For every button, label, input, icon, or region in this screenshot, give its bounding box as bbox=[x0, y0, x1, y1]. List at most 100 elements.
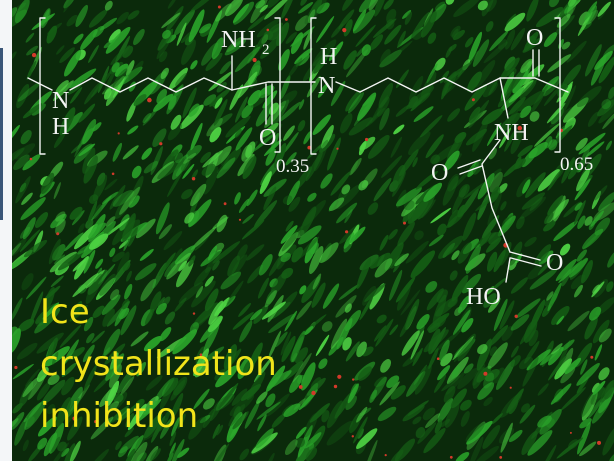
cell bbox=[594, 50, 613, 70]
cell bbox=[348, 117, 373, 136]
cell bbox=[504, 129, 517, 152]
cell bbox=[285, 152, 297, 166]
cell bbox=[321, 410, 330, 423]
cell bbox=[90, 416, 114, 440]
cell bbox=[374, 0, 387, 17]
cell bbox=[212, 94, 223, 108]
cell bbox=[219, 61, 232, 75]
cell bbox=[395, 104, 410, 117]
cell bbox=[452, 29, 466, 41]
cell bbox=[190, 183, 207, 207]
cell bbox=[457, 242, 472, 264]
cell bbox=[560, 339, 575, 352]
caption-line-3: inhibition bbox=[40, 396, 199, 436]
cell bbox=[547, 54, 572, 73]
cell bbox=[576, 249, 587, 262]
cell bbox=[239, 320, 253, 343]
cell bbox=[210, 113, 233, 130]
cell bbox=[543, 220, 556, 232]
cell bbox=[130, 331, 149, 347]
cell bbox=[593, 279, 609, 298]
cell bbox=[256, 401, 281, 420]
cell bbox=[268, 313, 296, 334]
cell bbox=[495, 359, 516, 391]
cell bbox=[261, 122, 279, 138]
cell bbox=[236, 244, 248, 261]
cell bbox=[477, 382, 495, 400]
cell bbox=[358, 141, 367, 156]
cell bbox=[255, 102, 274, 127]
red-nucleus-dot bbox=[403, 221, 406, 225]
cell bbox=[335, 295, 357, 318]
cell bbox=[481, 108, 504, 126]
cell bbox=[312, 273, 322, 290]
cell bbox=[105, 216, 116, 227]
cell bbox=[578, 145, 591, 172]
cell bbox=[453, 0, 481, 18]
cell bbox=[87, 200, 98, 226]
cell bbox=[202, 150, 223, 168]
cell bbox=[342, 337, 352, 351]
cell bbox=[390, 385, 406, 400]
cell bbox=[283, 125, 295, 141]
cell bbox=[31, 103, 46, 116]
cell bbox=[115, 407, 131, 421]
cell bbox=[59, 324, 82, 348]
cell bbox=[376, 314, 387, 324]
cell bbox=[195, 285, 204, 298]
cell bbox=[46, 22, 63, 35]
cell bbox=[183, 153, 197, 164]
cell bbox=[281, 0, 297, 19]
cell bbox=[25, 32, 35, 43]
cell bbox=[297, 225, 322, 245]
cell bbox=[566, 0, 578, 18]
cell bbox=[352, 9, 367, 32]
cell bbox=[107, 405, 130, 425]
cell bbox=[292, 352, 312, 383]
cell bbox=[477, 172, 495, 200]
cell bbox=[141, 147, 153, 160]
cell bbox=[443, 62, 472, 83]
cell bbox=[301, 382, 319, 408]
cell bbox=[407, 199, 429, 224]
cell bbox=[129, 441, 148, 461]
cell bbox=[485, 21, 494, 32]
cell bbox=[590, 210, 604, 227]
cell bbox=[356, 428, 378, 449]
cell bbox=[597, 99, 614, 117]
cell bbox=[164, 259, 179, 278]
red-nucleus-dot bbox=[285, 18, 288, 21]
cell bbox=[547, 195, 564, 216]
cell bbox=[488, 80, 498, 96]
cell bbox=[357, 366, 372, 381]
cell bbox=[370, 95, 389, 124]
cell bbox=[182, 163, 195, 179]
cell bbox=[106, 380, 120, 407]
cell bbox=[347, 92, 365, 114]
cell bbox=[388, 229, 398, 240]
cell bbox=[511, 345, 519, 358]
cell bbox=[135, 218, 156, 239]
cell bbox=[12, 363, 34, 380]
cell bbox=[266, 0, 283, 9]
cell bbox=[259, 171, 272, 195]
cell bbox=[85, 219, 94, 229]
cell bbox=[295, 443, 315, 461]
cell bbox=[520, 58, 533, 73]
cell bbox=[322, 283, 340, 309]
cell bbox=[61, 376, 75, 396]
cell bbox=[463, 180, 489, 199]
cell bbox=[549, 0, 560, 8]
cell bbox=[164, 311, 176, 325]
cell bbox=[328, 41, 344, 62]
cell bbox=[401, 192, 425, 217]
cell bbox=[231, 254, 248, 277]
cell bbox=[567, 310, 590, 332]
cell bbox=[598, 191, 614, 212]
red-nucleus-dot bbox=[117, 132, 120, 135]
cell bbox=[105, 217, 130, 237]
cell bbox=[155, 202, 170, 235]
cell bbox=[395, 186, 422, 207]
cell bbox=[299, 285, 307, 295]
cell bbox=[306, 75, 321, 98]
